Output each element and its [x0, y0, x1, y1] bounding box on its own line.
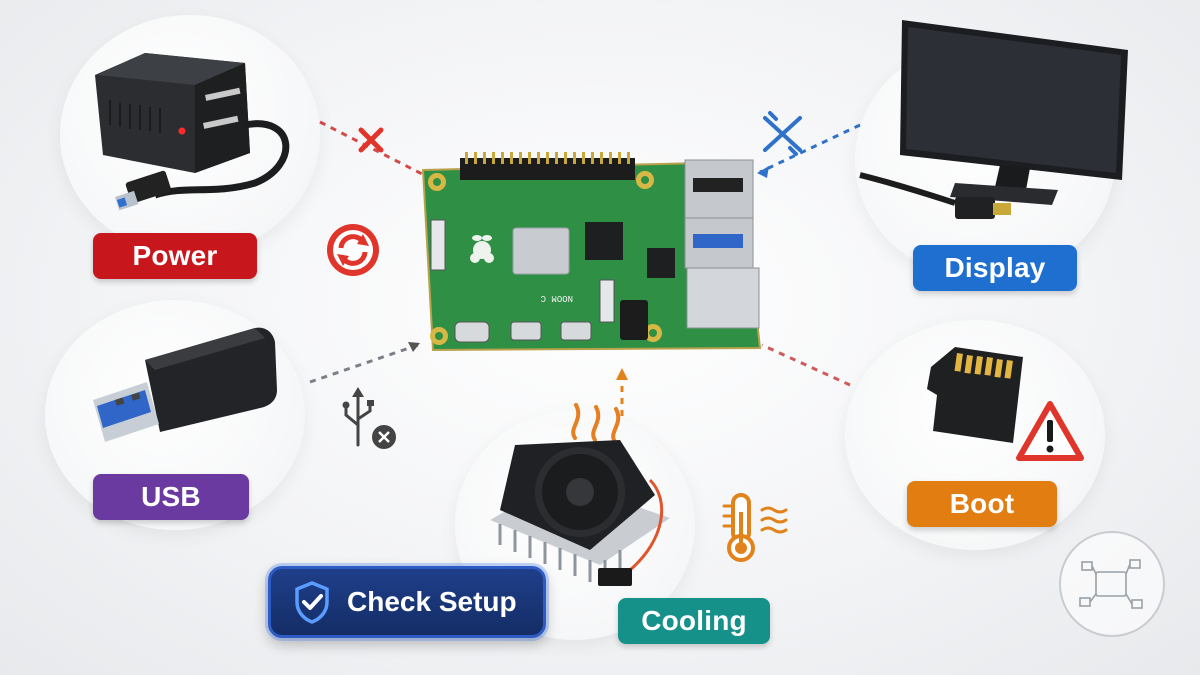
board-marking: NOOM C — [540, 293, 573, 303]
cooling-arrowhead — [616, 368, 628, 380]
boot-label: Boot — [907, 481, 1057, 527]
display-arrowhead — [757, 166, 769, 178]
warning-triangle-icon — [1016, 401, 1084, 461]
raspberry-logo — [470, 235, 494, 263]
boot-connection-line — [761, 343, 851, 387]
sd-card-image — [927, 347, 1023, 443]
usb-stick-image — [93, 327, 277, 442]
usb-label: USB — [93, 474, 249, 520]
raspberry-pi-board: NOOM C — [421, 152, 762, 352]
disconnected-plug-icon — [763, 111, 802, 156]
heatsink-fan-image — [490, 403, 670, 586]
watermark-logo — [1059, 531, 1165, 637]
usb-connection-line — [309, 343, 419, 384]
check-setup-button[interactable]: Check Setup — [268, 566, 546, 638]
power-label: Power — [93, 233, 257, 279]
check-setup-label: Check Setup — [347, 586, 517, 617]
monitor-image — [859, 20, 1128, 219]
power-adapter-image — [95, 53, 290, 211]
display-label: Display — [913, 245, 1077, 291]
refresh-error-icon — [327, 224, 379, 276]
shield-check-icon — [295, 581, 329, 624]
x-mark-icon — [358, 127, 384, 153]
power-connection-line — [319, 120, 431, 180]
usb-arrowhead — [408, 342, 420, 352]
cooling-label: Cooling — [618, 598, 770, 644]
usb-error-icon — [342, 387, 396, 449]
thermometer-heat-icon — [722, 493, 788, 562]
